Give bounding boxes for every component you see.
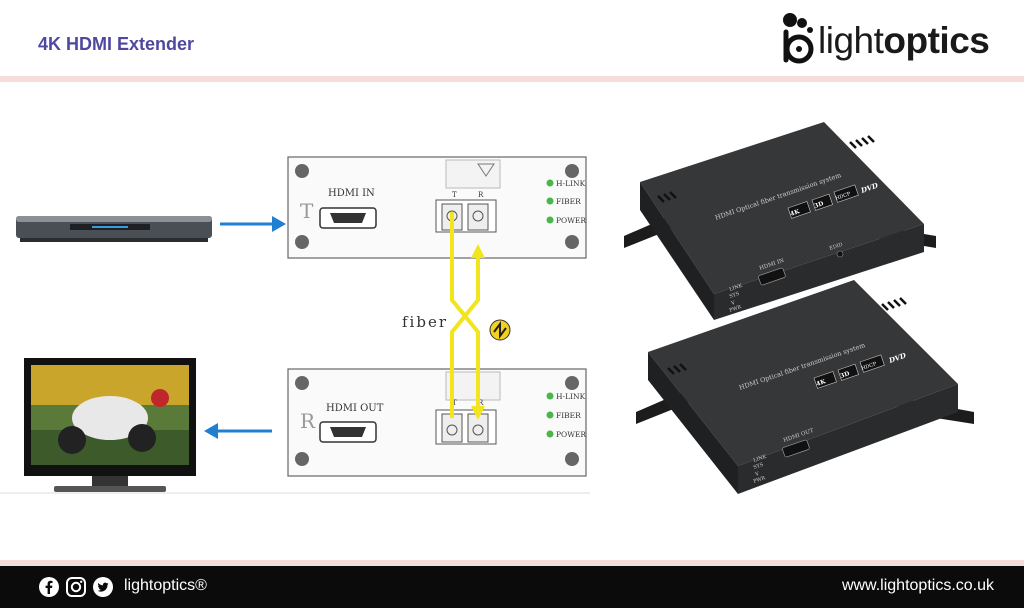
top-unit-image: HDMI Optical fiber transmission system 4… <box>624 122 936 320</box>
hdmi-out-port <box>319 421 377 443</box>
transmitter-indicator-power: POWER <box>556 216 586 225</box>
bottom-unit-led-pwr: PWR <box>753 475 767 485</box>
hdmi-in-port <box>319 207 377 229</box>
top-unit-led-sys: SYS <box>729 291 741 300</box>
transmitter-unit: T HDMI IN T R H-LINK FIBER POWER <box>287 156 587 259</box>
top-unit-badge-4k: 4K <box>789 208 801 218</box>
footer-brand: lightoptics® <box>124 577 207 594</box>
receiver-letter: R <box>300 409 316 433</box>
output-arrow <box>204 423 272 439</box>
fiber-cables <box>450 212 485 420</box>
receiver-indicator-fiber: FIBER <box>556 411 581 420</box>
top-unit-badge-3d: 3D <box>813 200 824 210</box>
transmitter-fiber-port-r: R <box>478 191 484 199</box>
bottom-unit-image: HDMI Optical fiber transmission system 4… <box>636 280 974 494</box>
lightoptics-logo[interactable]: lightoptics <box>780 10 1010 72</box>
receiver-indicator-hlink: H-LINK <box>556 392 586 401</box>
footer-divider <box>0 560 1024 566</box>
receiver-indicator-power: POWER <box>556 430 586 439</box>
bidirectional-icon <box>489 319 511 341</box>
connection-diagram: T HDMI IN T R H-LINK FIBER POWER R HDMI … <box>0 156 590 494</box>
fiber-label: fiber <box>402 313 448 331</box>
top-unit-led-pwr: PWR <box>729 304 743 314</box>
bottom-unit-led-link: LINK <box>753 454 768 464</box>
header-divider <box>0 76 1024 82</box>
footer-website-link[interactable]: www.lightoptics.co.uk <box>841 577 994 594</box>
receiver-fiber-port-t: T <box>452 399 457 407</box>
page-title: 4K HDMI Extender <box>38 34 195 54</box>
transmitter-fiber-port-t: T <box>452 191 457 199</box>
product-photo: HDMI Optical fiber transmission system 4… <box>624 122 974 494</box>
twitter-icon[interactable] <box>92 576 114 598</box>
television-image <box>24 358 196 492</box>
receiver-fiber-port-r: R <box>478 399 484 407</box>
top-unit-edid-label: EDID <box>829 242 844 252</box>
facebook-icon[interactable] <box>38 576 60 598</box>
bottom-unit-led-v: V <box>754 471 761 478</box>
top-unit-hdmi-port <box>758 267 786 286</box>
bottom-unit-badge-4k: 4K <box>815 378 827 388</box>
bottom-unit-badge-hdcp: HDCP <box>861 361 878 372</box>
transmitter-indicator-fiber: FIBER <box>556 197 581 206</box>
transmitter-indicator-hlink: H-LINK <box>556 179 586 188</box>
instagram-icon[interactable] <box>65 576 87 598</box>
top-unit-led-link: LINK <box>729 283 744 293</box>
transmitter-letter: T <box>300 199 314 223</box>
transmitter-port-label: HDMI IN <box>328 188 375 199</box>
input-arrow <box>220 216 286 232</box>
top-unit-led-v: V <box>730 300 737 307</box>
bottom-unit-led-sys: SYS <box>753 462 765 471</box>
logo-wordmark: lightoptics <box>818 20 990 61</box>
header: 4K HDMI Extender lightoptics <box>0 0 1024 76</box>
receiver-port-label: HDMI OUT <box>326 403 384 414</box>
bottom-unit-badge-3d: 3D <box>839 370 850 380</box>
bottom-unit-hdmi-port <box>782 439 810 458</box>
lightoptics-logo-icon <box>783 13 814 64</box>
dvd-player-image <box>16 216 212 242</box>
top-unit-badge-hdcp: HDCP <box>835 191 852 202</box>
footer: lightoptics® www.lightoptics.co.uk <box>0 566 1024 608</box>
receiver-unit: R HDMI OUT T R H-LINK FIBER POWER <box>287 368 587 477</box>
